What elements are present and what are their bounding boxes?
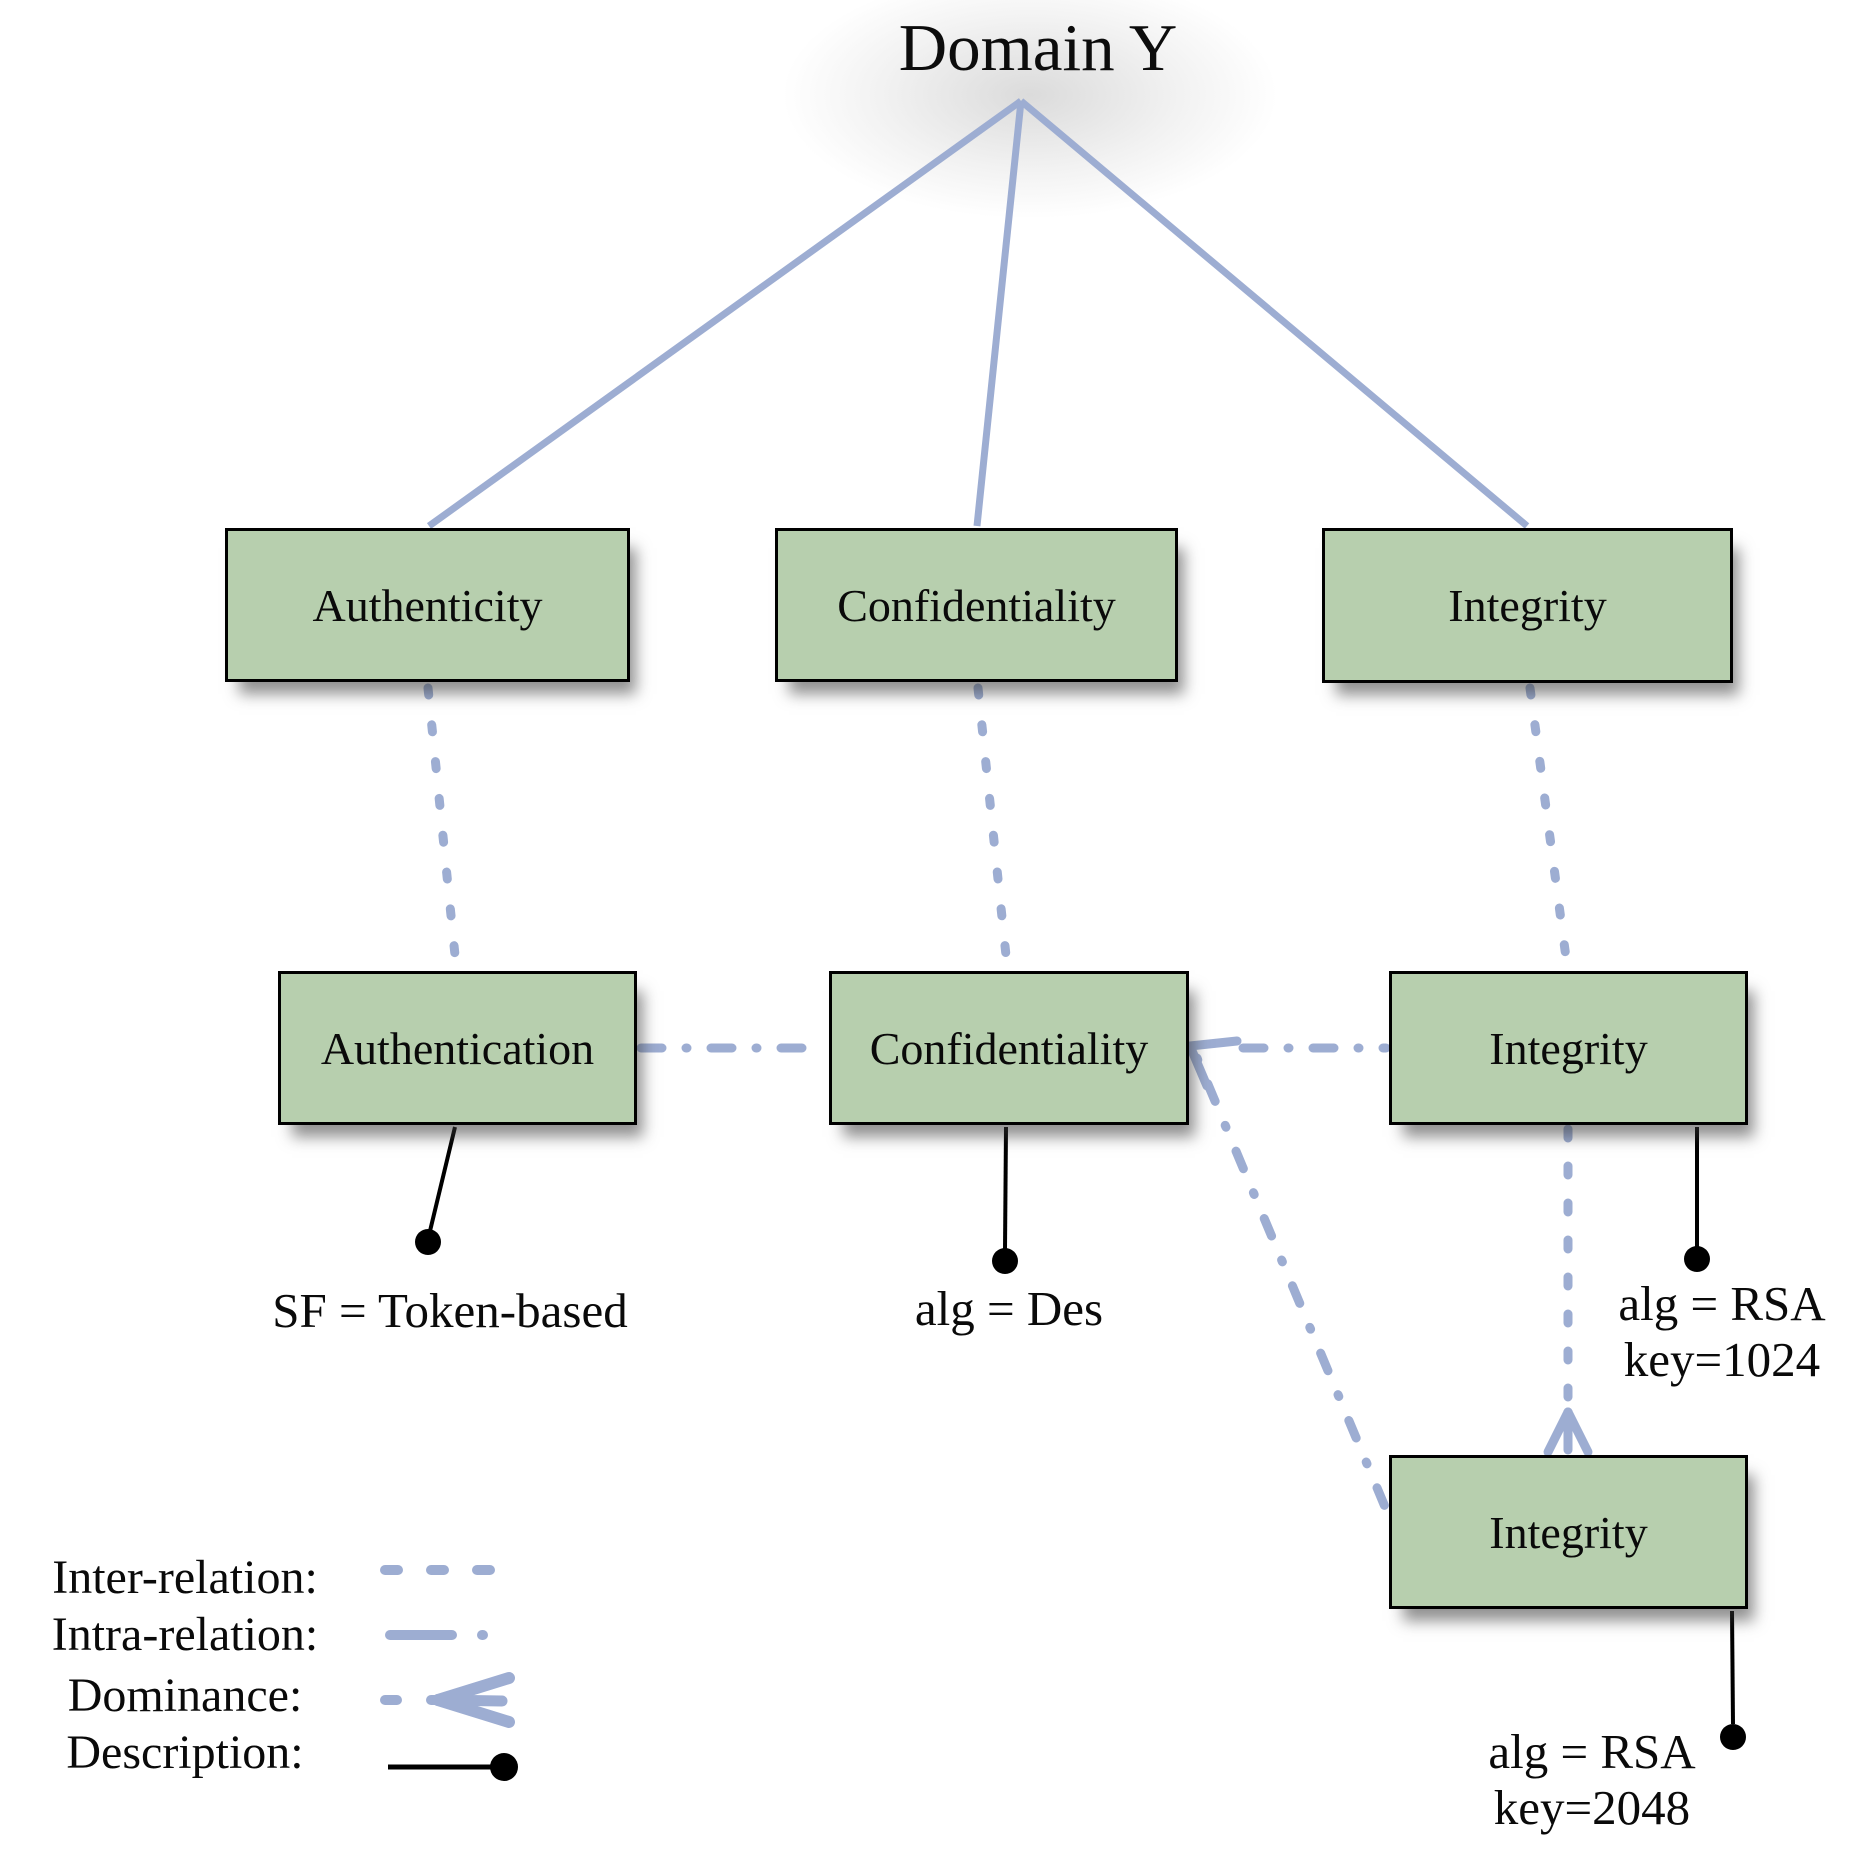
description-dot-integrity2 [1684,1246,1710,1272]
hierarchy-edges [426,98,1530,529]
description-edges [415,1126,1746,1750]
node-tier1-confidentiality: Confidentiality [775,528,1178,682]
description-line-authentication [428,1126,457,1232]
description-text: alg = RSA [1488,1724,1696,1779]
description-label-rsa-1024: alg = RSA key=1024 [1572,1276,1866,1388]
node-label: Authentication [320,1022,595,1074]
node-label: Authenticity [312,579,543,631]
legend-symbols [380,1565,525,1781]
description-line-integrity3 [1730,1610,1735,1725]
node-tier2-integrity: Integrity [1389,971,1748,1125]
dominance-arrowhead-left-leg [1543,1407,1573,1457]
dominance-edge-vertical [1543,1124,1593,1457]
node-tier1-authenticity: Authenticity [225,528,630,682]
edge-inter-authenticity [423,683,461,970]
legend-label-intra-relation: Intra-relation: [51,1608,319,1661]
node-tier2-authentication: Authentication [278,971,637,1125]
dominance-edge-diagonal [1185,1036,1393,1519]
description-label-alg-des: alg = Des [759,1281,1259,1337]
legend-label-dominance: Dominance: [67,1669,303,1722]
node-label: Confidentiality [837,579,1116,631]
edge-inter-confidentiality [973,683,1012,970]
node-label: Confidentiality [869,1022,1149,1074]
legend-label-inter-relation: Inter-relation: [52,1551,318,1604]
edge-domain-integrity [1018,98,1530,529]
dominance-arrowhead-right-leg [1563,1407,1593,1457]
legend-description-dot [490,1753,518,1781]
node-tier2-confidentiality: Confidentiality [829,971,1189,1125]
description-line-confidentiality [1003,1126,1008,1250]
node-tier3-integrity: Integrity [1389,1455,1748,1609]
edge-domain-authenticity [426,98,1024,529]
edge-domain-confidentiality [973,100,1025,527]
dominance-arrowhead-top-leg [1185,1036,1242,1051]
legend-dominance-symbol [380,1672,515,1728]
description-dot-authentication [415,1229,441,1255]
node-tier1-integrity: Integrity [1322,528,1733,683]
legend-dominance-arrow-shaft [432,1694,508,1707]
legend-description-symbol [388,1753,518,1781]
dominance-arrowhead-bottom-leg [1185,1041,1212,1091]
legend-label-description: Description: [66,1726,304,1779]
description-text: alg = RSA [1618,1276,1826,1331]
description-label-token-based: SF = Token-based [200,1283,700,1339]
node-label: Integrity [1489,1506,1648,1558]
description-dot-confidentiality [992,1248,1018,1274]
description-text: key=1024 [1623,1332,1821,1387]
node-label: Integrity [1448,580,1607,631]
inter-relation-edges [423,683,1572,970]
description-text: key=2048 [1493,1780,1691,1835]
dominance-line-diagonal [1192,1053,1393,1519]
description-label-rsa-2048: alg = RSA key=2048 [1442,1724,1742,1836]
edge-inter-integrity [1525,683,1572,970]
description-text: SF = Token-based [272,1283,628,1338]
node-label: Integrity [1489,1022,1648,1074]
diagram-title: Domain Y [898,11,1178,85]
description-text: alg = Des [914,1281,1104,1336]
description-dot-integrity3 [1720,1724,1746,1750]
